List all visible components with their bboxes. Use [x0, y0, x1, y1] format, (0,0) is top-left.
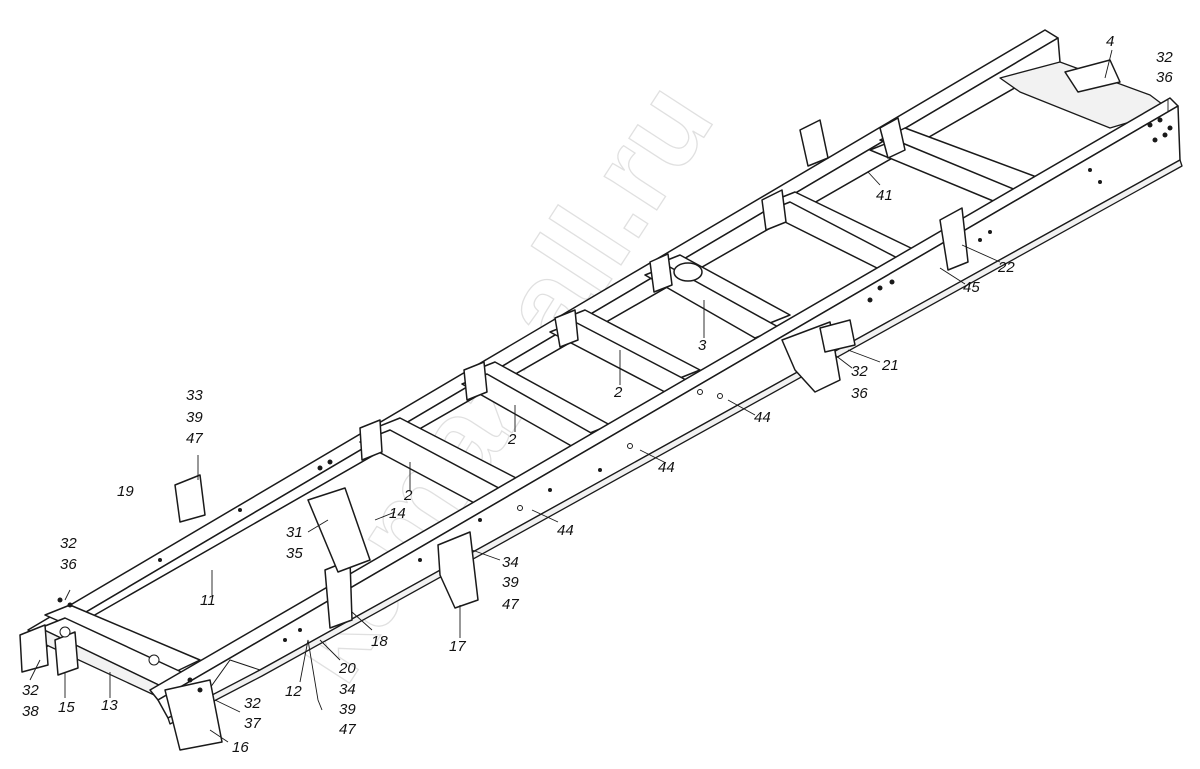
- callout-32: 32: [22, 682, 39, 699]
- callout-31: 31: [286, 524, 303, 541]
- callout-18: 18: [371, 633, 388, 650]
- callout-34: 34: [339, 681, 356, 698]
- right-side-rail: [149, 97, 1183, 725]
- callout-34: 34: [502, 554, 519, 571]
- callout-36: 36: [1156, 69, 1173, 86]
- callout-47: 47: [339, 721, 356, 738]
- callout-33: 33: [186, 387, 203, 404]
- callout-19: 19: [117, 483, 134, 500]
- callout-2: 2: [507, 431, 517, 448]
- callout-47: 47: [502, 596, 519, 613]
- rivet-holes: [57, 117, 1173, 693]
- callout-45: 45: [963, 279, 980, 296]
- callout-32: 32: [851, 363, 868, 380]
- callout-39: 39: [186, 409, 203, 426]
- callout-labels: 4 32 36 41 22 45 3 21 32 36 2 44 2 44 33…: [22, 33, 1173, 756]
- callout-22: 22: [997, 259, 1015, 276]
- callout-44: 44: [557, 522, 574, 539]
- callout-38: 38: [22, 703, 39, 720]
- callout-32: 32: [244, 695, 261, 712]
- left-side-rail: [27, 29, 1061, 651]
- callout-32: 32: [60, 535, 77, 552]
- callout-2: 2: [403, 487, 413, 504]
- callout-17: 17: [449, 638, 466, 655]
- callout-39: 39: [502, 574, 519, 591]
- callout-11: 11: [200, 592, 216, 609]
- callout-21: 21: [881, 357, 899, 374]
- callout-35: 35: [286, 545, 303, 562]
- callout-20: 20: [338, 660, 356, 677]
- brackets: [19, 117, 969, 751]
- callout-32: 32: [1156, 49, 1173, 66]
- callout-4: 4: [1106, 33, 1114, 50]
- callout-13: 13: [101, 697, 118, 714]
- callout-16: 16: [232, 739, 249, 756]
- callout-41: 41: [876, 187, 893, 204]
- callout-47: 47: [186, 430, 203, 447]
- callout-39: 39: [339, 701, 356, 718]
- callout-12: 12: [285, 683, 302, 700]
- callout-36: 36: [60, 556, 77, 573]
- callout-37: 37: [244, 715, 261, 732]
- callout-36: 36: [851, 385, 868, 402]
- callout-14: 14: [389, 505, 406, 522]
- callout-44: 44: [658, 459, 675, 476]
- callout-44: 44: [754, 409, 771, 426]
- callout-3: 3: [698, 337, 707, 354]
- callout-2: 2: [613, 384, 623, 401]
- callout-15: 15: [58, 699, 75, 716]
- leader-lines: [29, 49, 1169, 743]
